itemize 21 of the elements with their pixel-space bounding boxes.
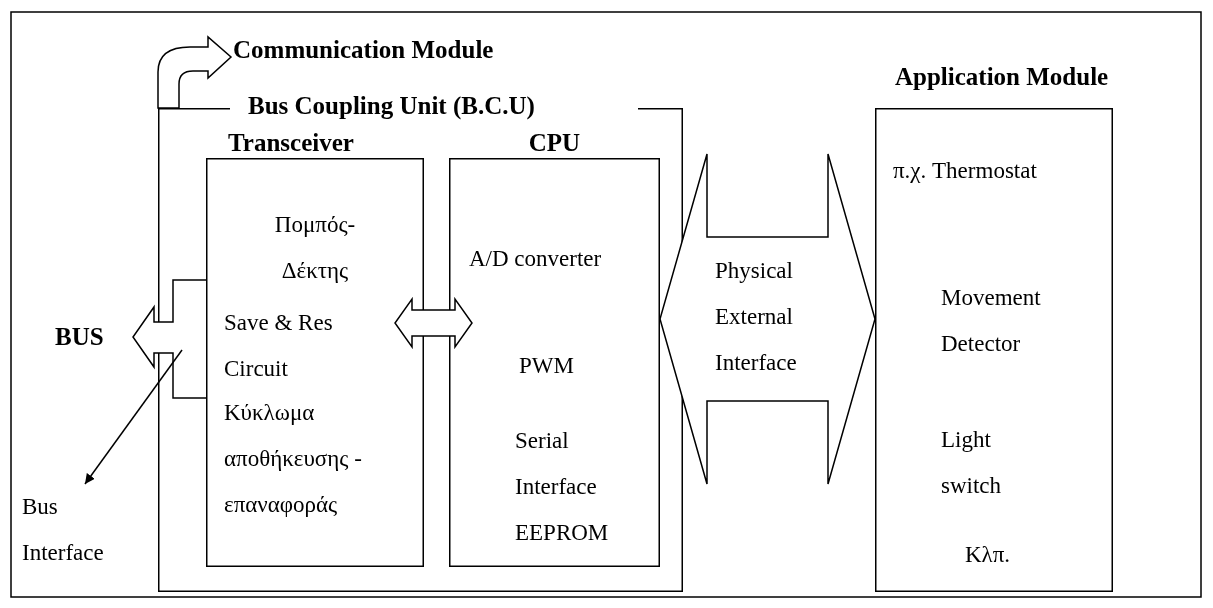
component-label: Πομπός- Δέκτης (273, 211, 357, 285)
double-arrow (394, 296, 473, 350)
bus-arrow (132, 279, 207, 399)
module-heading: BUS (55, 322, 105, 352)
component-label: π.χ. Thermostat (893, 157, 1038, 185)
component-label: Κλπ. (965, 541, 1012, 569)
component-label: PWM (519, 352, 575, 380)
component-label: Movement Detector (941, 284, 1042, 358)
component-label: Bus Interface (22, 493, 105, 567)
module-heading: Transceiver (228, 128, 355, 158)
module-heading: CPU (527, 128, 582, 158)
leader-line (84, 349, 183, 485)
component-label: Κύκλωμα αποθήκευσης - επαναφοράς (224, 399, 363, 519)
module-heading: Bus Coupling Unit (B.C.U) (248, 91, 536, 121)
component-label: Save & Res Circuit (224, 309, 334, 383)
component-label: A/D converter (469, 245, 603, 273)
component-label: EEPROM (515, 519, 610, 547)
module-heading: Application Module (895, 62, 1110, 92)
component-label: Serial Interface (515, 427, 598, 501)
module-heading: Communication Module (233, 35, 495, 65)
component-label: Light switch (941, 426, 1003, 500)
